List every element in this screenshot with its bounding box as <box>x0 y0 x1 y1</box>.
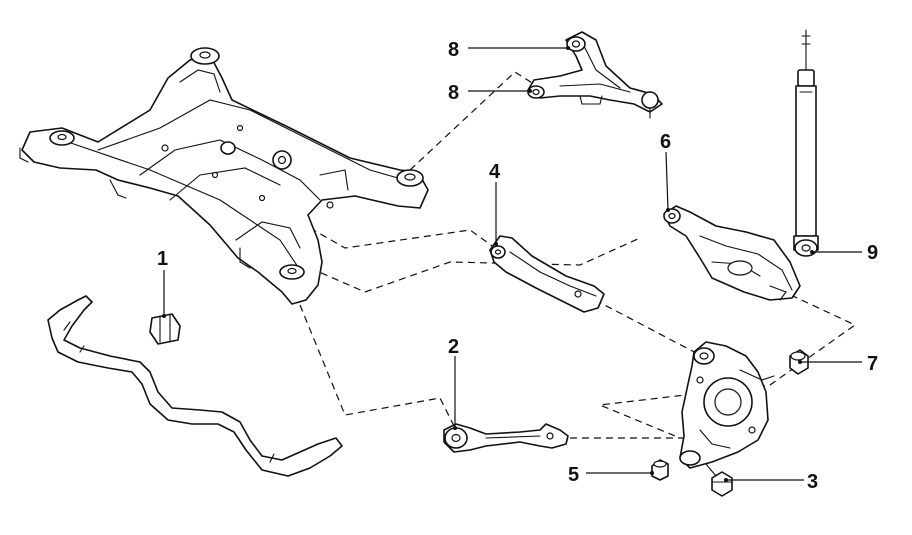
knuckle-lower-bushing <box>679 450 701 466</box>
shock-absorber <box>793 29 819 257</box>
callout-7: 7 <box>867 353 878 375</box>
callout-8-upper: 8 <box>448 39 459 61</box>
stabilizer-bushing <box>149 313 181 345</box>
flange-nut <box>705 463 733 497</box>
callout-1: 1 <box>157 248 168 270</box>
knuckle-bushing <box>789 349 809 375</box>
callout-5: 5 <box>568 464 579 486</box>
guide-line-subframe-to-lateral-link <box>299 304 456 429</box>
callout-labels: 1 2 3 4 5 6 7 8 8 9 <box>157 39 878 493</box>
toe-control-link <box>489 235 605 313</box>
callout-leaders <box>162 46 862 482</box>
lateral-link <box>443 423 569 453</box>
guide-line-subframe-to-toe-link <box>309 227 496 249</box>
callout-6: 6 <box>660 131 671 153</box>
guide-line-subframe-to-knuckle <box>309 237 641 293</box>
rear-axle-knuckle <box>679 341 775 469</box>
guide-line-toe-link-to-knuckle <box>594 299 701 356</box>
guide-line-subframe-to-upper-arm <box>409 71 541 171</box>
callout-4: 4 <box>489 161 501 183</box>
callout-8-lower: 8 <box>448 82 459 104</box>
callout-3: 3 <box>807 471 818 493</box>
callout-9: 9 <box>867 242 878 264</box>
callout-2: 2 <box>448 336 459 358</box>
rear-subframe <box>19 47 429 305</box>
subframe-lower-bushing <box>220 141 236 155</box>
assembly-guide-lines <box>299 71 857 439</box>
stabilizer-bar <box>47 295 343 477</box>
guide-line-lower-arm-to-knuckle <box>597 289 857 439</box>
upper-control-arm <box>527 31 663 119</box>
lower-knuckle-bushing <box>651 459 669 481</box>
lower-control-arm <box>663 205 801 301</box>
upper-arm-ball-joint <box>641 91 659 109</box>
